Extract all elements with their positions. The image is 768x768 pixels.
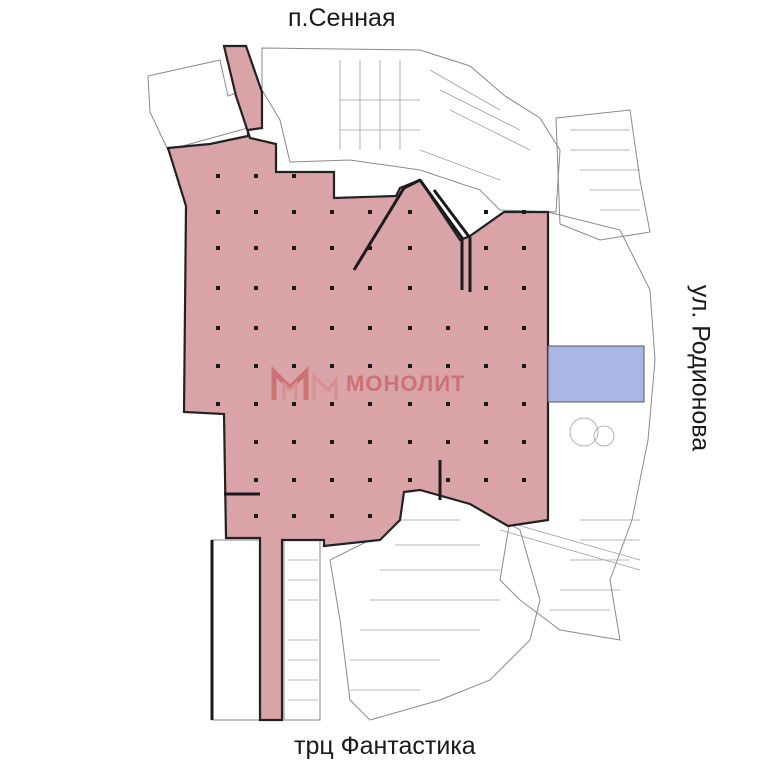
structural-column	[292, 174, 296, 178]
structural-column	[484, 246, 488, 250]
structural-column	[254, 174, 258, 178]
structural-column	[484, 364, 488, 368]
structural-column	[216, 364, 220, 368]
street-label-top: п.Сенная	[288, 4, 396, 32]
structural-column	[330, 326, 334, 330]
structural-column	[368, 286, 372, 290]
structural-column	[216, 326, 220, 330]
structural-column	[368, 478, 372, 482]
structural-column	[330, 478, 334, 482]
structural-column	[522, 364, 526, 368]
structural-column	[484, 478, 488, 482]
structural-column	[254, 478, 258, 482]
column-grid	[216, 174, 526, 518]
structural-column	[254, 246, 258, 250]
structural-column	[330, 440, 334, 444]
structural-column	[368, 402, 372, 406]
structural-column	[368, 440, 372, 444]
structural-column	[484, 210, 488, 214]
structural-column	[292, 478, 296, 482]
structural-column	[484, 440, 488, 444]
structural-column	[292, 440, 296, 444]
structural-column	[368, 364, 372, 368]
structural-column	[522, 286, 526, 290]
watermark: МОНОЛИТ	[270, 364, 466, 404]
structural-column	[446, 402, 450, 406]
structural-column	[484, 326, 488, 330]
structural-column	[408, 440, 412, 444]
structural-column	[368, 210, 372, 214]
structural-column	[408, 246, 412, 250]
structural-column	[216, 210, 220, 214]
structural-column	[330, 246, 334, 250]
structural-column	[292, 364, 296, 368]
structural-column	[254, 326, 258, 330]
structural-column	[446, 364, 450, 368]
structural-column	[330, 514, 334, 518]
structural-column	[408, 364, 412, 368]
structural-column	[292, 286, 296, 290]
structural-column	[254, 364, 258, 368]
block-top-center	[261, 47, 561, 213]
structural-column	[292, 514, 296, 518]
structural-column	[368, 326, 372, 330]
structural-column	[254, 286, 258, 290]
watermark-text: МОНОЛИТ	[346, 371, 466, 396]
structural-column	[408, 402, 412, 406]
structural-column	[368, 246, 372, 250]
highlighted-passage-area	[547, 345, 645, 403]
structural-column	[522, 402, 526, 406]
structural-column	[408, 326, 412, 330]
structural-column	[484, 402, 488, 406]
block-right-top	[555, 109, 651, 241]
structural-column	[330, 210, 334, 214]
structural-column	[408, 286, 412, 290]
structural-column	[254, 514, 258, 518]
highlighted-retail-area	[166, 44, 550, 722]
interior-detail-lines	[288, 60, 641, 701]
structural-column	[522, 246, 526, 250]
structural-column	[484, 286, 488, 290]
structural-column	[330, 364, 334, 368]
structural-column	[292, 402, 296, 406]
structural-column	[522, 478, 526, 482]
structural-column	[522, 210, 526, 214]
structural-column	[292, 210, 296, 214]
structural-column	[446, 440, 450, 444]
structural-column	[216, 246, 220, 250]
street-label-right: ул. Родионова	[686, 284, 715, 452]
block-bottom-stairs	[283, 539, 321, 721]
structural-column	[330, 286, 334, 290]
block-right-facade	[499, 211, 656, 641]
block-bottom-left	[211, 539, 261, 721]
structural-column	[254, 440, 258, 444]
structural-column	[216, 174, 220, 178]
structural-column	[522, 326, 526, 330]
structural-column	[446, 478, 450, 482]
structural-column	[254, 210, 258, 214]
structural-column	[408, 478, 412, 482]
structural-column	[408, 210, 412, 214]
structural-column	[292, 326, 296, 330]
heavy-walls	[210, 178, 472, 720]
structural-column	[522, 440, 526, 444]
structural-column	[216, 286, 220, 290]
structural-column	[446, 326, 450, 330]
structural-column	[330, 402, 334, 406]
structural-column	[254, 402, 258, 406]
structural-column	[292, 246, 296, 250]
street-label-bottom: трц Фантастика	[294, 732, 476, 760]
structural-column	[368, 514, 372, 518]
monolit-logo-icon	[271, 365, 338, 400]
structural-column	[216, 402, 220, 406]
